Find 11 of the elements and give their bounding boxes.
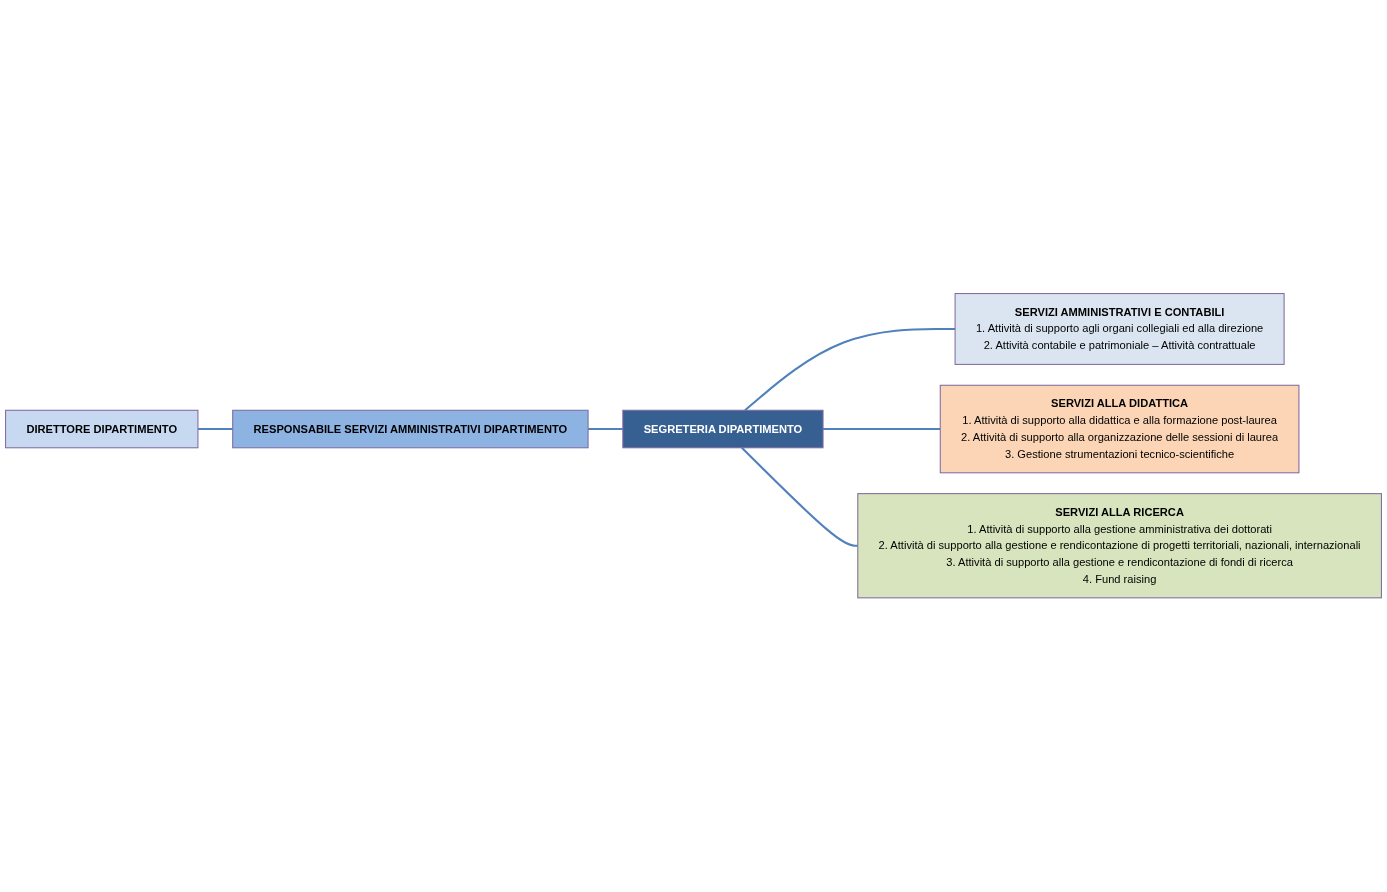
node-box: SERVIZI ALLA DIDATTICA 1. Attività di supporto alla didattica e alla formazione post-laurea 2. Attività di supporto alla organizzazione delle sessioni di laurea 3. Gestione strumentazioni tecnico-scientifiche <box>939 385 1300 474</box>
connector <box>741 447 858 548</box>
connector <box>744 328 956 412</box>
node-box: SEGRETERIA DIPARTIMENTO <box>622 410 824 449</box>
node-box: SERVIZI AMMINISTRATIVI E CONTABILI 1. Attività di supporto agli organi collegiali ed alla direzione 2. Attività contabile e patrimoniale – Attività contrattuale <box>954 293 1285 366</box>
connector <box>588 428 623 431</box>
node-box: SERVIZI ALLA RICERCA 1. Attività di supporto alla gestione amministrativa dei dottorati 2. Attività di supporto alla gestione e rendicontazione di progetti territoriali, nazionali, internazionali 3. Attività di supporto alla gestione e rendicontazione di fondi di ricerca 4. Fund raising <box>857 493 1382 599</box>
connector <box>197 428 233 431</box>
node-box: RESPONSABILE SERVIZI AMMINISTRATIVI DIPARTIMENTO <box>232 410 589 449</box>
node-box: DIRETTORE DIPARTIMENTO <box>5 410 199 449</box>
connector <box>823 428 941 431</box>
